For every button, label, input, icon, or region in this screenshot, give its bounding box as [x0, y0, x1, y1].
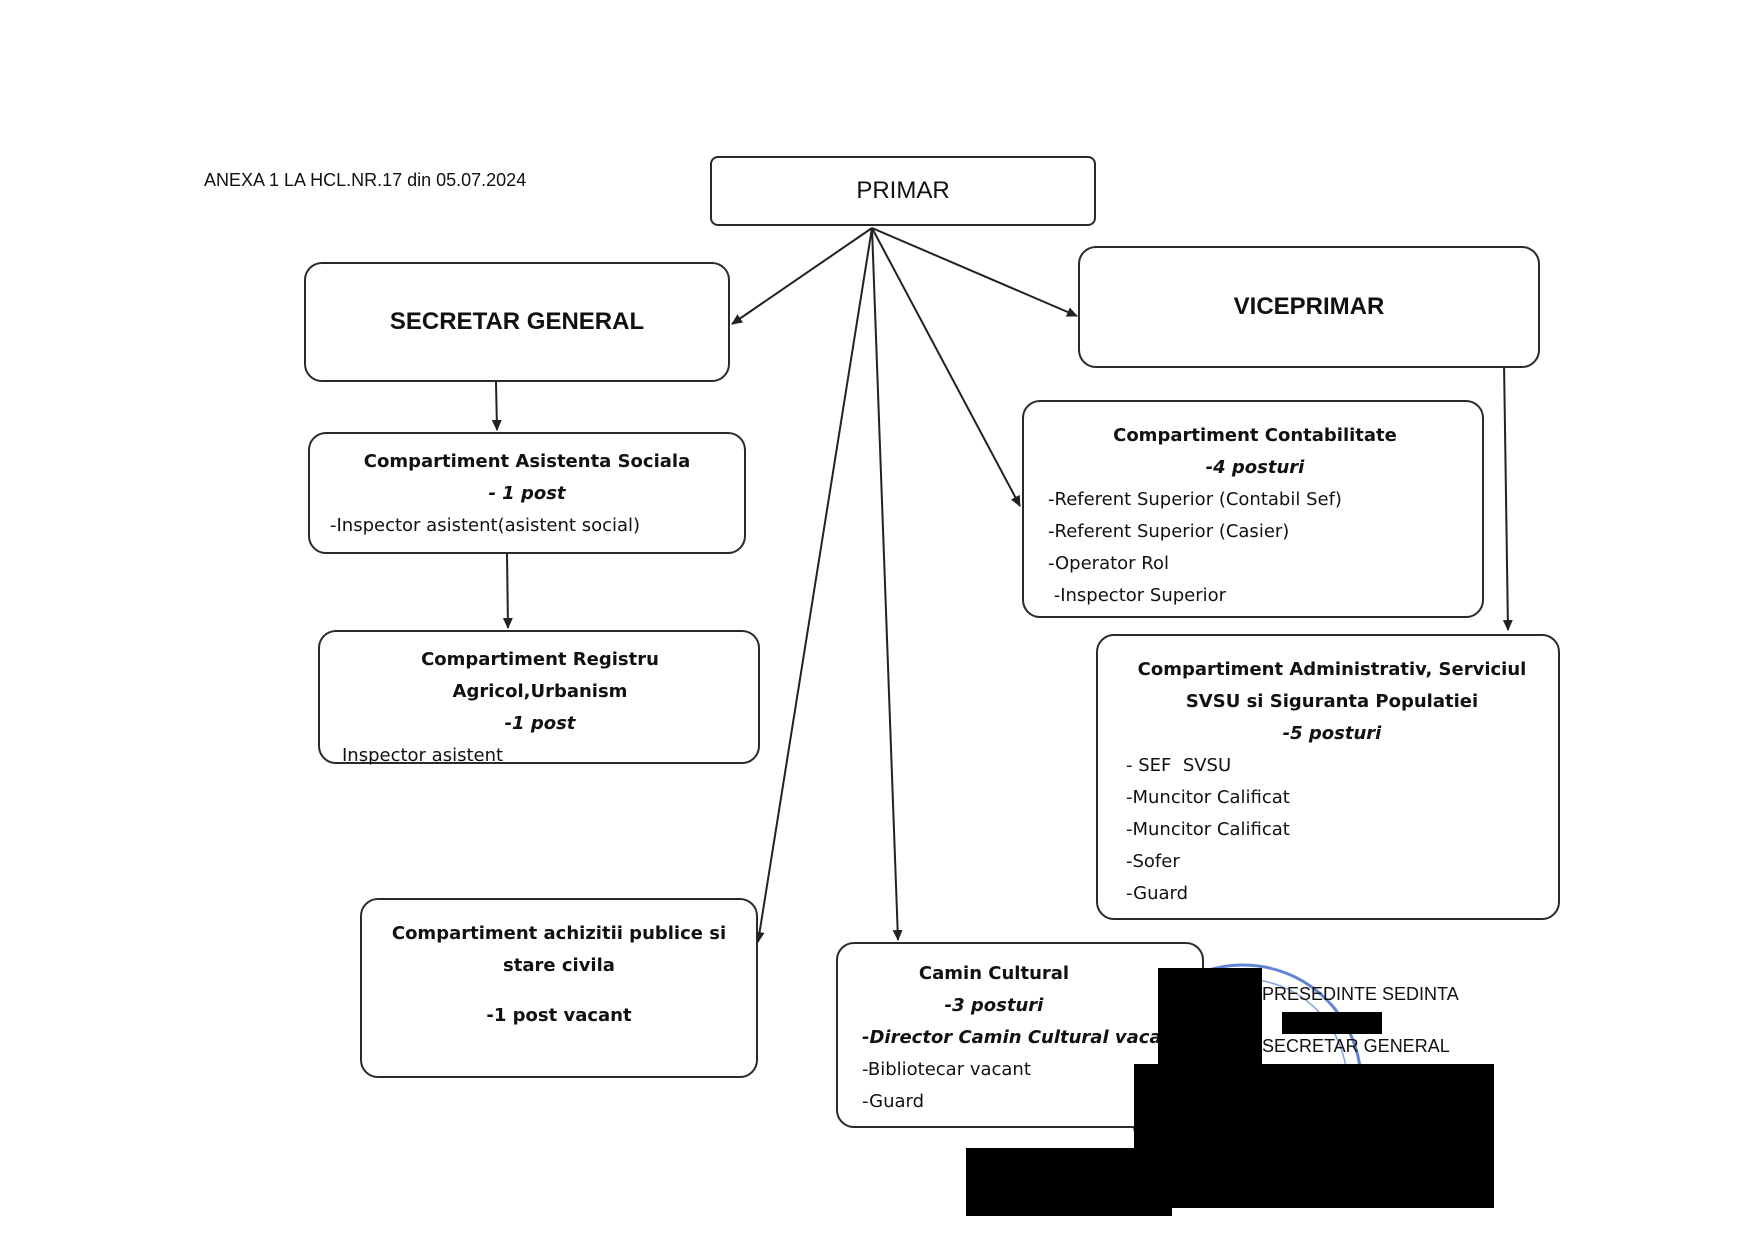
redaction-block [1282, 1012, 1382, 1034]
asistenta-sociala-box: Compartiment Asistenta Sociala - 1 post … [308, 432, 746, 554]
arrow-asistenta-registru [502, 553, 513, 629]
arrow-primar-camin [871, 227, 903, 941]
viceprimar-box: VICEPRIMAR [1078, 246, 1540, 368]
viceprimar-label: VICEPRIMAR [1233, 293, 1385, 320]
camin-item: -Bibliotecar vacant [862, 1059, 1031, 1080]
administrativ-title-1: Compartiment Administrativ, Serviciul [1137, 659, 1527, 680]
redaction-block [966, 1148, 1172, 1216]
contabilitate-title: Compartiment Contabilitate [1113, 425, 1397, 446]
achizitii-count: -1 post vacant [486, 1005, 632, 1026]
administrativ-box: Compartiment Administrativ, Serviciul SV… [1096, 634, 1560, 920]
contabilitate-box: Compartiment Contabilitate -4 posturi -R… [1022, 400, 1484, 618]
achizitii-box: Compartiment achizitii publice si stare … [360, 898, 758, 1078]
arrow-primar-secretar [731, 227, 873, 325]
administrativ-count: -5 posturi [1282, 723, 1382, 744]
redaction-block [1134, 1064, 1494, 1208]
arrow-primar-contabilitate [871, 227, 1021, 507]
camin-count: -3 posturi [944, 995, 1044, 1016]
achizitii-title-2: stare civila [503, 955, 615, 976]
arrow-primar-achizitii [754, 227, 873, 943]
contabilitate-count: -4 posturi [1205, 457, 1305, 478]
administrativ-item: -Muncitor Calificat [1126, 787, 1290, 808]
secretar-general-signature-label: SECRETAR GENERAL [1262, 1036, 1450, 1056]
camin-title: Camin Cultural [918, 963, 1070, 984]
contabilitate-item: -Operator Rol [1048, 553, 1169, 574]
asistenta-item: -Inspector asistent(asistent social) [330, 515, 641, 536]
contabilitate-item: -Inspector Superior [1048, 585, 1227, 606]
arrow-secretar-asistenta [491, 381, 502, 431]
camin-item: -Guard [862, 1091, 925, 1112]
primar-label: PRIMAR [856, 177, 950, 204]
primar-box: PRIMAR [710, 156, 1096, 226]
administrativ-item: -Sofer [1126, 851, 1180, 872]
administrativ-title-2: SVSU si Siguranta Populatiei [1185, 691, 1479, 712]
contabilitate-item: -Referent Superior (Casier) [1048, 521, 1290, 542]
administrativ-item: -Muncitor Calificat [1126, 819, 1290, 840]
arrow-viceprimar-administrativ [1502, 361, 1513, 631]
asistenta-title: Compartiment Asistenta Sociala [363, 451, 691, 472]
asistenta-count: - 1 post [488, 483, 566, 504]
registru-agricol-box: Compartiment Registru Agricol,Urbanism -… [318, 630, 760, 766]
administrativ-item: - SEF SVSU [1126, 755, 1232, 776]
secretar-general-box: SECRETAR GENERAL [304, 262, 730, 382]
registru-title: Compartiment Registru Agricol,Urbanism [421, 649, 659, 702]
registru-item: Inspector asistent [342, 745, 504, 766]
administrativ-item: -Guard [1126, 883, 1189, 904]
presedinte-sedinta-label: PRESEDINTE SEDINTA [1262, 984, 1459, 1004]
arrow-primar-viceprimar [871, 227, 1078, 317]
contabilitate-item: -Referent Superior (Contabil Sef) [1048, 489, 1342, 510]
annex-reference: ANEXA 1 LA HCL.NR.17 din 05.07.2024 [204, 170, 527, 190]
registru-count: -1 post [504, 713, 576, 734]
achizitii-title-1: Compartiment achizitii publice si [391, 923, 727, 944]
camin-director: -Director Camin Cultural vacant [862, 1027, 1184, 1048]
secretar-general-label: SECRETAR GENERAL [389, 308, 645, 335]
